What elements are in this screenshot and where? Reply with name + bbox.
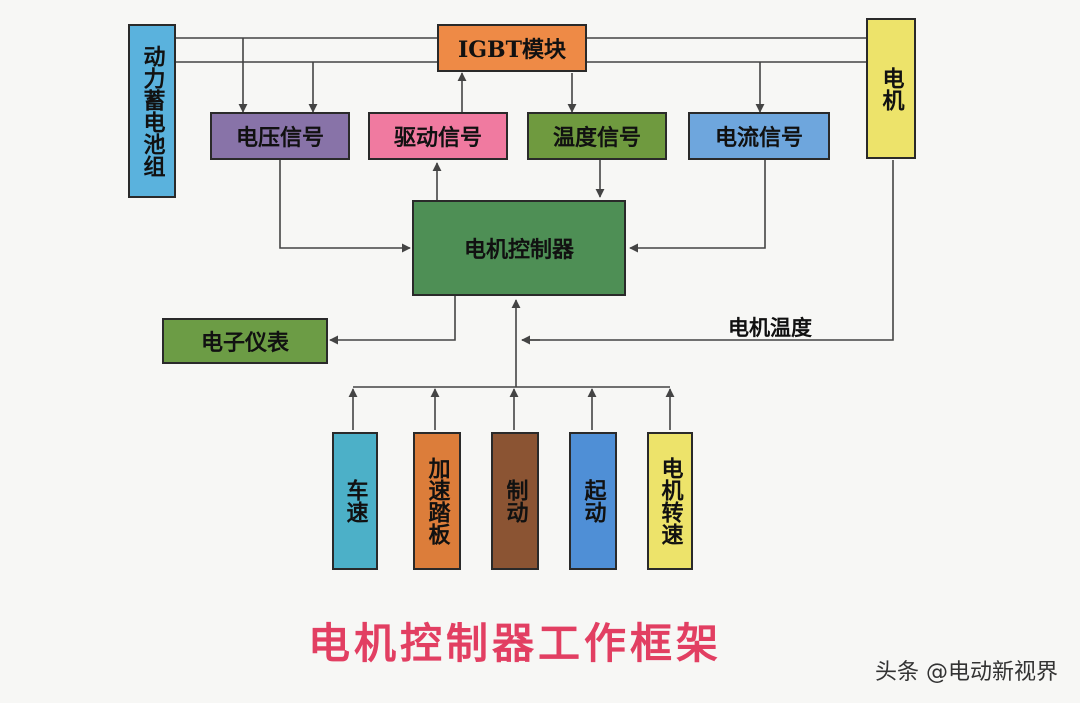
arrow-voltage-controller bbox=[279, 160, 411, 253]
voltage-signal-box: 电压信号 bbox=[210, 112, 350, 160]
brake-box: 制动 bbox=[491, 432, 539, 570]
drive-signal-box: 驱动信号 bbox=[368, 112, 508, 160]
motor-controller-box: 电机控制器 bbox=[412, 200, 626, 296]
watermark: 头条 @电动新视界 bbox=[875, 660, 1058, 685]
electronic-meter-box: 电子仪表 bbox=[162, 318, 328, 364]
igbt-module-box: IGBT模块 bbox=[437, 24, 587, 72]
accelerator-pedal-box: 加速踏板 bbox=[413, 432, 461, 570]
battery-box: 动力蓄电池组 bbox=[128, 24, 176, 198]
motor-temperature-label: 电机温度 bbox=[728, 316, 812, 340]
diagram-title: 电机控制器工作框架 bbox=[307, 619, 722, 668]
arrow-motor-temp bbox=[522, 160, 894, 341]
start-box: 起动 bbox=[569, 432, 617, 570]
arrow-controller-meter bbox=[329, 296, 456, 345]
current-signal-box: 电流信号 bbox=[688, 112, 830, 160]
temperature-signal-box: 温度信号 bbox=[527, 112, 667, 160]
vehicle-speed-box: 车速 bbox=[332, 432, 378, 570]
motor-box: 电机 bbox=[866, 18, 916, 159]
arrow-current-controller bbox=[629, 160, 766, 253]
motor-speed-box: 电机转速 bbox=[647, 432, 693, 570]
